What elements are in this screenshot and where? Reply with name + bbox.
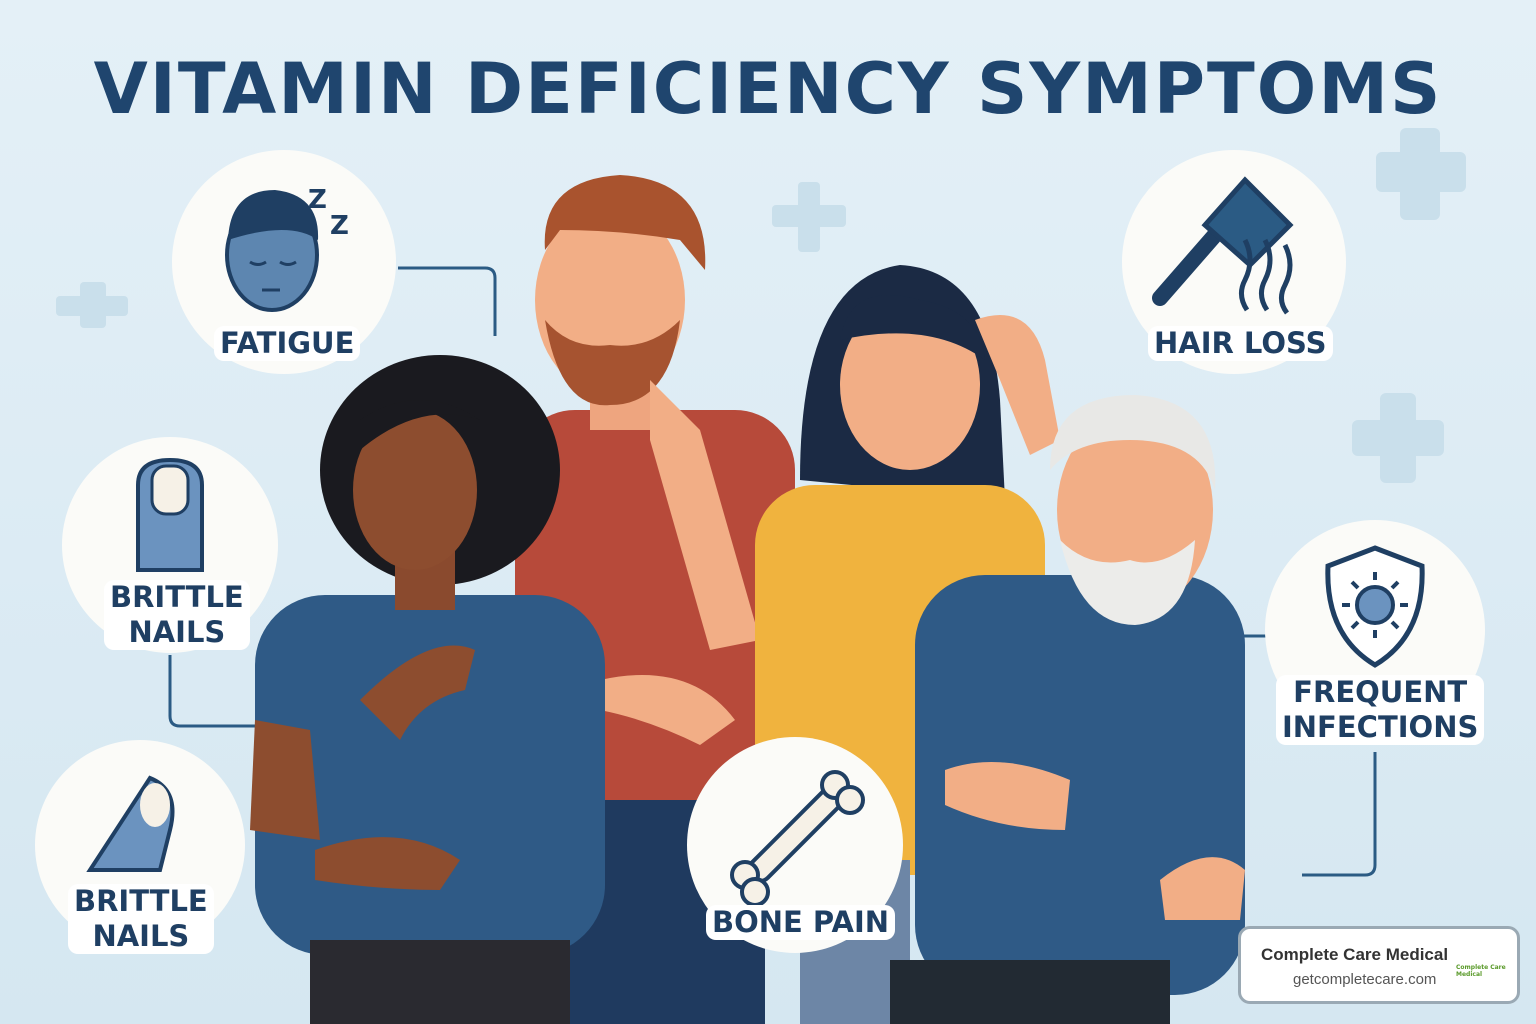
svg-text:Z: Z [308,185,327,215]
hair-loss-badge [1122,150,1346,374]
brand-logo: Complete Care Medical [1456,964,1506,978]
fatigue-label: FATIGUE [214,326,361,361]
brittle-nails-label: BRITTLE NAILS [104,580,250,650]
brittle-nails-label-2: BRITTLE NAILS [68,884,214,954]
decorative-crosses [56,128,1466,483]
bone-pain-badge [687,737,903,953]
svg-text:Z: Z [330,211,349,241]
brand-url: getcompletecare.com [1293,971,1437,988]
chipped-nail-icon [86,775,175,872]
fatigue-badge: Z Z [172,150,396,374]
shield-virus-icon [1325,545,1425,668]
older-man-blue-sweater [890,395,1245,1024]
comb-hair-icon [1152,176,1294,315]
brand-name: Complete Care Medical [1261,945,1449,964]
page-title: VITAMIN DEFICIENCY SYMPTOMS [93,48,1443,130]
woman-blue-shirt [250,355,605,1024]
bone-icon [730,770,865,907]
frequent-infections-label: FREQUENT INFECTIONS [1276,675,1485,745]
hair-loss-label: HAIR LOSS [1148,326,1333,361]
bone-pain-label: BONE PAIN [706,905,896,940]
sleepy-face-icon: Z Z [225,185,349,312]
connector-lines [168,266,1377,877]
finger-nail-icon [136,457,204,572]
brand-card: Complete Care Medical getcompletecare.co… [1238,926,1520,1004]
